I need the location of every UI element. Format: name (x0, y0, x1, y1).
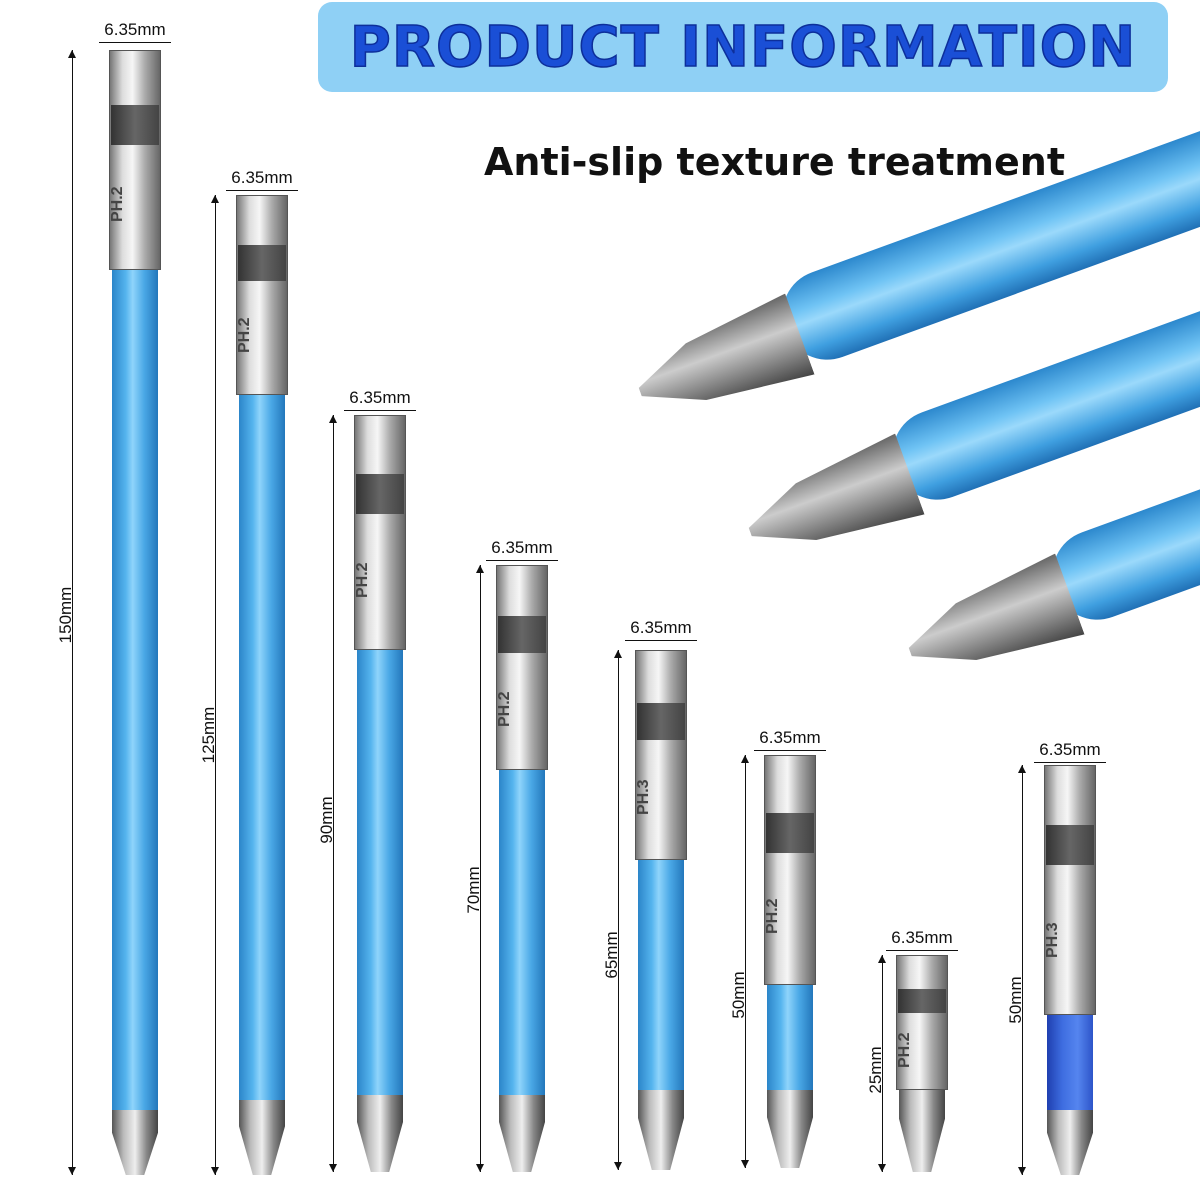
blue-shaft (239, 395, 285, 1100)
blue-shaft (1047, 1015, 1093, 1110)
shank-groove (498, 616, 546, 654)
screwdriver-bit: PH.2 (109, 50, 161, 1175)
length-dimension-line (211, 195, 219, 1175)
length-label: 50mm (1006, 976, 1025, 1024)
length-dimension-line (741, 755, 749, 1168)
shank-groove (637, 702, 685, 741)
screwdriver-bit: PH.2 (764, 755, 816, 1168)
closeup-phillips-tip (895, 554, 1084, 693)
width-label: 6.35mm (104, 20, 166, 39)
width-label: 6.35mm (491, 538, 553, 557)
width-label: 6.35mm (630, 618, 692, 637)
size-marking: PH.2 (764, 898, 781, 934)
width-dimension-line (486, 560, 558, 561)
length-label: 25mm (866, 1046, 885, 1094)
blue-shaft (767, 985, 813, 1090)
phillips-tip (112, 1110, 158, 1175)
shank-groove (766, 812, 814, 853)
size-marking: PH.2 (236, 317, 253, 353)
screwdriver-bit: PH.2 (496, 565, 548, 1172)
phillips-tip (638, 1090, 684, 1170)
width-dimension-line (754, 750, 826, 751)
size-marking: PH.2 (354, 561, 371, 598)
subtitle: Anti-slip texture treatment (484, 140, 1066, 184)
shank-groove (898, 988, 946, 1014)
width-label: 6.35mm (349, 388, 411, 407)
screwdriver-bit: PH.2 (896, 955, 948, 1172)
length-label: 50mm (729, 971, 748, 1019)
width-label: 6.35mm (759, 728, 821, 747)
screwdriver-bit: PH.2 (236, 195, 288, 1175)
width-dimension-line (344, 410, 416, 411)
length-dimension-line (476, 565, 484, 1172)
screwdriver-bit: PH.2 (354, 415, 406, 1172)
length-label: 125mm (199, 706, 218, 764)
hex-shank (635, 650, 687, 860)
page-title: PRODUCT INFORMATION (349, 14, 1137, 81)
width-label: 6.35mm (1039, 740, 1101, 759)
length-label: 90mm (317, 796, 336, 844)
size-marking: PH.2 (896, 1031, 913, 1068)
length-dimension-line (68, 50, 76, 1175)
screwdriver-bit: PH.3 (1044, 765, 1096, 1175)
closeup-phillips-tip (625, 294, 814, 433)
width-dimension-line (1034, 762, 1106, 763)
width-dimension-line (625, 640, 697, 641)
phillips-tip (1047, 1110, 1093, 1175)
screwdriver-bit: PH.3 (635, 650, 687, 1170)
length-label: 150mm (56, 586, 75, 644)
length-dimension-line (614, 650, 622, 1170)
shank-groove (111, 105, 159, 145)
phillips-tip (499, 1095, 545, 1172)
phillips-tip (767, 1090, 813, 1168)
size-marking: PH.2 (496, 690, 513, 727)
length-label: 70mm (464, 866, 483, 914)
hex-shank (896, 955, 948, 1090)
shank-groove (356, 473, 404, 514)
width-dimension-line (226, 190, 298, 191)
hex-shank (236, 195, 288, 395)
blue-shaft (357, 650, 403, 1095)
phillips-tip (239, 1100, 285, 1175)
hex-shank (764, 755, 816, 985)
shank-groove (1046, 825, 1094, 865)
title-banner: PRODUCT INFORMATION (318, 2, 1168, 92)
hex-shank (1044, 765, 1096, 1015)
length-dimension-line (329, 415, 337, 1172)
width-dimension-line (886, 950, 958, 951)
size-marking: PH.3 (635, 779, 652, 815)
size-marking: PH.2 (109, 186, 126, 222)
hex-shank (109, 50, 161, 270)
blue-shaft (112, 270, 158, 1110)
phillips-tip (899, 1090, 945, 1172)
size-marking: PH.3 (1044, 922, 1061, 958)
blue-shaft (638, 860, 684, 1090)
length-dimension-line (878, 955, 886, 1172)
hex-shank (354, 415, 406, 650)
length-label: 65mm (602, 931, 621, 979)
phillips-tip (357, 1095, 403, 1172)
shank-groove (238, 245, 286, 281)
width-label: 6.35mm (891, 928, 953, 947)
hex-shank (496, 565, 548, 770)
closeup-phillips-tip (735, 434, 924, 573)
width-dimension-line (99, 42, 171, 43)
length-dimension-line (1018, 765, 1026, 1175)
blue-shaft (499, 770, 545, 1095)
width-label: 6.35mm (231, 168, 293, 187)
